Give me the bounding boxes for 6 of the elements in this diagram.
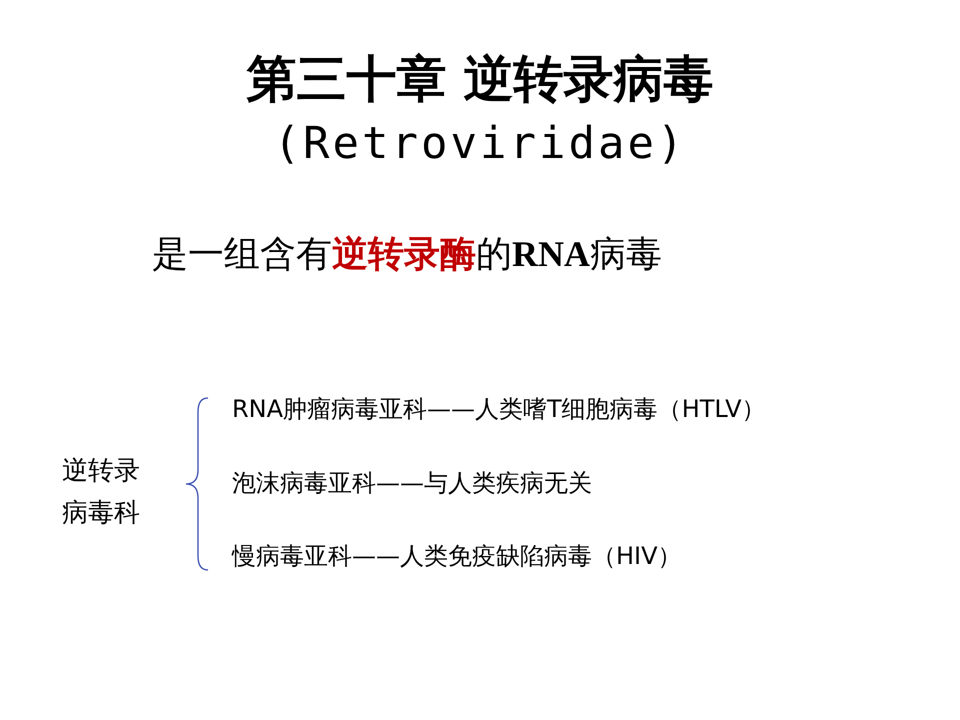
definition-text: 是一组含有逆转录酶的RNA病毒 bbox=[152, 233, 662, 276]
subfamily-text: 慢病毒亚科——人类免疫缺陷病毒（HIV） bbox=[232, 541, 682, 572]
subfamily-text: RNA肿瘤病毒亚科——人类嗜T细胞病毒（HTLV） bbox=[232, 394, 766, 425]
family-name: 逆转录病毒科 bbox=[62, 455, 140, 530]
subfamily-text: 泡沫病毒亚科——与人类疾病无关 bbox=[232, 468, 592, 499]
slide-title: 第三十章 逆转录病毒 (Retroviridae) bbox=[245, 49, 715, 171]
